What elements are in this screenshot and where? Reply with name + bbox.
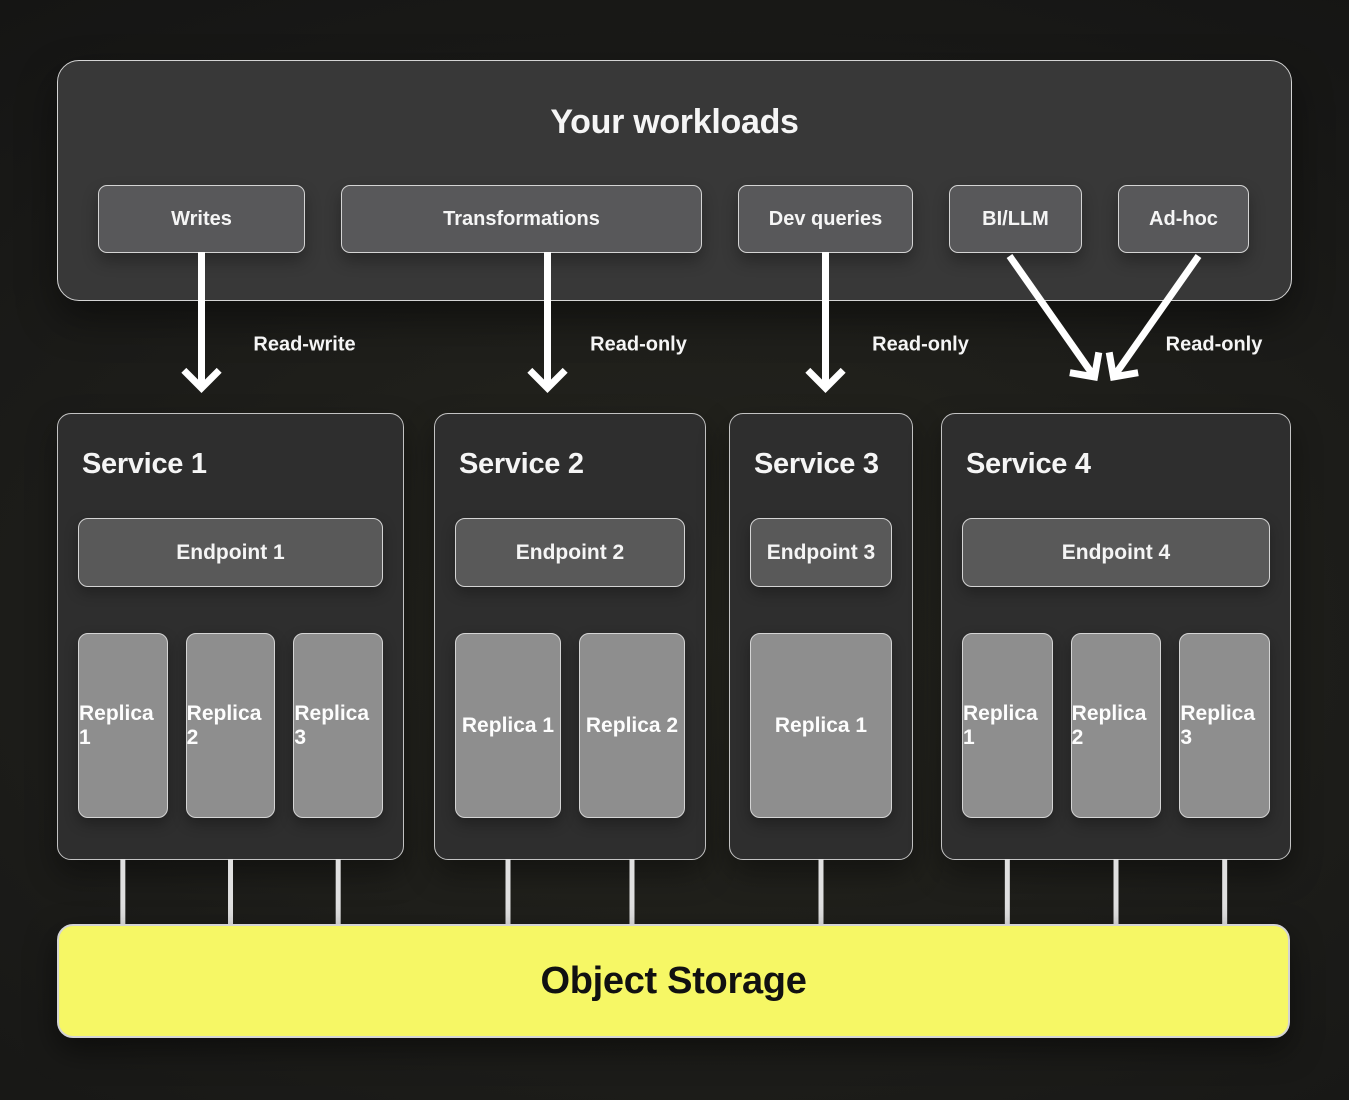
- service-card-3: Service 3 Endpoint 3 Replica 1: [729, 413, 913, 860]
- workload-button-ad-hoc: Ad-hoc: [1118, 185, 1249, 253]
- replica-box: Replica 3: [1179, 633, 1271, 818]
- workloads-panel: Your workloads Writes Transformations Dev …: [57, 60, 1292, 301]
- service-title: Service 2: [459, 448, 584, 480]
- flow-label-read-only: Read-only: [590, 333, 687, 356]
- service-title: Service 3: [754, 448, 879, 480]
- endpoint-box-1: Endpoint 1: [78, 518, 383, 587]
- workload-button-bi-llm: BI/LLM: [949, 185, 1082, 253]
- endpoint-box-3: Endpoint 3: [750, 518, 892, 587]
- replica-box: Replica 1: [78, 633, 168, 818]
- endpoint-box-2: Endpoint 2: [455, 518, 685, 587]
- workload-buttons: Writes Transformations Dev queries BI/LLM Ad…: [98, 185, 1249, 253]
- replica-box: Replica 2: [185, 633, 276, 818]
- replica-group: Replica 1: [750, 633, 892, 818]
- object-storage-label: Object Storage: [540, 959, 807, 1002]
- service-title: Service 4: [966, 448, 1091, 480]
- replica-box: Replica 3: [293, 633, 384, 818]
- flow-arrowhead: [527, 367, 568, 393]
- flow-label-read-only: Read-only: [1165, 333, 1263, 356]
- flow-arrowhead: [181, 367, 222, 393]
- flow-label-read-only: Read-only: [872, 333, 969, 356]
- workload-button-writes: Writes: [98, 185, 305, 253]
- flow-arrowhead: [1105, 351, 1139, 382]
- replica-box: Replica 2: [1070, 633, 1162, 818]
- replica-box: Replica 1: [750, 633, 892, 818]
- service-title: Service 1: [82, 448, 207, 480]
- flow-arrowhead: [1069, 351, 1103, 382]
- replica-box: Replica 2: [579, 633, 685, 818]
- flow-label-read-write: Read-write: [253, 333, 356, 356]
- object-storage-box: Object Storage: [57, 924, 1290, 1038]
- replica-box: Replica 1: [455, 633, 561, 818]
- endpoint-box-4: Endpoint 4: [962, 518, 1270, 587]
- replica-box: Replica 1: [962, 633, 1053, 818]
- workload-button-transformations: Transformations: [341, 185, 702, 253]
- flow-arrowhead: [805, 367, 846, 393]
- workloads-panel-title: Your workloads: [550, 103, 799, 141]
- workload-button-dev-queries: Dev queries: [738, 185, 913, 253]
